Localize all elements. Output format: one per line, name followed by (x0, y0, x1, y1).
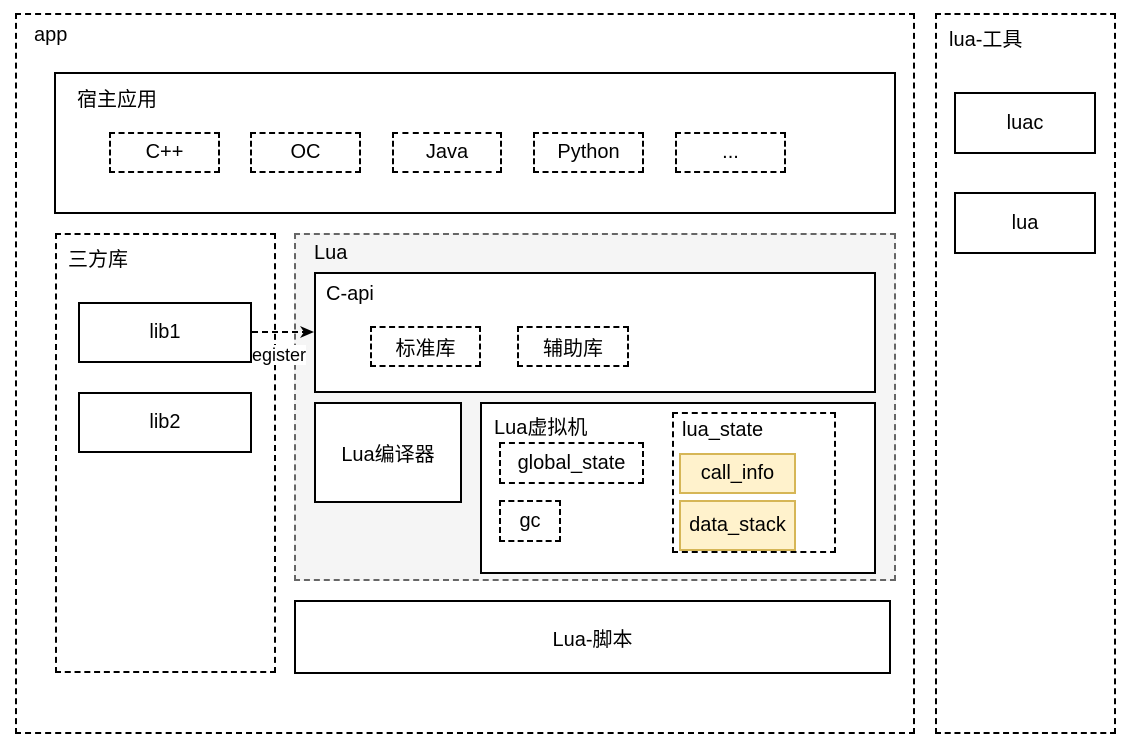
vm-label: Lua虚拟机 (494, 417, 588, 439)
lang-more[interactable]: ... (675, 132, 786, 173)
host-app-label: 宿主应用 (77, 89, 157, 111)
third-party-label: 三方库 (68, 249, 128, 271)
vm-box[interactable] (480, 402, 876, 574)
app-label: app (34, 24, 68, 46)
lua-state-label: lua_state (682, 419, 764, 441)
stdlib-box[interactable]: 标准库 (370, 326, 481, 367)
register-edge-label: egister (252, 345, 307, 365)
compiler-box[interactable]: Lua编译器 (314, 402, 462, 503)
tools-label: lua-工具 (949, 29, 1023, 51)
lib2-box[interactable]: lib2 (78, 392, 252, 453)
lang-cpp[interactable]: C++ (109, 132, 220, 173)
gc-box[interactable]: gc (499, 500, 561, 542)
capi-label: C-api (326, 283, 374, 305)
global-state-box[interactable]: global_state (499, 442, 644, 484)
lua-script-box[interactable]: Lua-脚本 (294, 600, 891, 674)
lua-interpreter-box[interactable]: lua (954, 192, 1096, 254)
capi-box[interactable] (314, 272, 876, 393)
tools-container (935, 13, 1116, 734)
lang-java[interactable]: Java (392, 132, 502, 173)
third-party-box (55, 233, 276, 673)
auxlib-box[interactable]: 辅助库 (517, 326, 629, 367)
data-stack-box[interactable]: data_stack (679, 500, 796, 551)
lua-state-box (672, 412, 836, 553)
host-app-box[interactable] (54, 72, 896, 214)
app-container (15, 13, 915, 734)
lua-label: Lua (314, 242, 348, 264)
lang-python[interactable]: Python (533, 132, 644, 173)
lang-oc[interactable]: OC (250, 132, 361, 173)
lib1-box[interactable]: lib1 (78, 302, 252, 363)
call-info-box[interactable]: call_info (679, 453, 796, 494)
luac-box[interactable]: luac (954, 92, 1096, 154)
